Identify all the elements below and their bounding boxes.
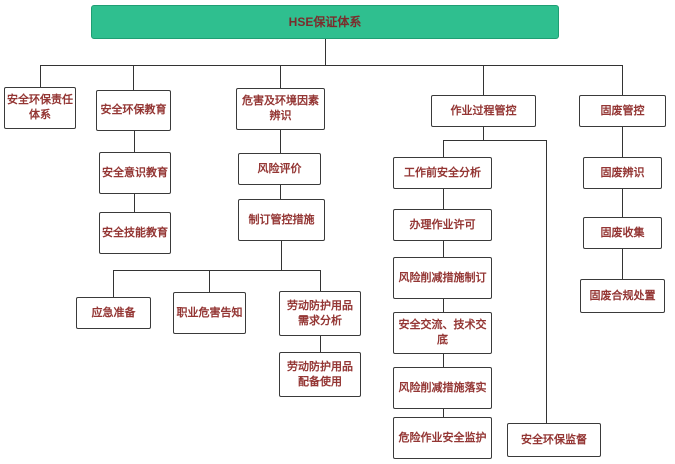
connector-line [320,270,321,291]
node-hse-root: HSE保证体系 [91,5,559,39]
connector-line [280,130,281,153]
connector-line [325,39,326,65]
node-solid-waste-collection: 固废收集 [583,217,662,249]
connector-line [281,241,282,270]
node-work-permit: 办理作业许可 [393,209,492,241]
node-risk-evaluation: 风险评价 [238,153,321,185]
connector-line [134,194,135,212]
node-risk-reduction-plan: 风险削减措施制订 [393,257,492,299]
connector-line [443,189,444,209]
connector-line [443,140,547,141]
node-safety-tech-briefing: 安全交流、技术交底 [393,312,492,354]
node-hazard-env-factor-identification: 危害及环境因素辨识 [236,88,325,130]
connector-line [113,270,114,297]
node-dangerous-work-watch: 危险作业安全监护 [393,417,492,459]
connector-line [280,65,281,88]
connector-line [483,127,484,140]
connector-line [40,65,41,87]
connector-line [134,131,135,152]
connector-line [443,354,444,367]
connector-line [209,270,210,292]
node-solid-waste-control: 固废管控 [579,95,666,127]
node-work-process-control: 作业过程管控 [431,95,536,127]
connector-line [443,299,444,312]
node-pre-job-safety-analysis: 工作前安全分析 [393,157,492,189]
node-occupational-hazard-notification: 职业危害告知 [173,292,246,334]
node-solid-waste-identification: 固废辨识 [583,157,662,189]
node-control-measures: 制订管控措施 [238,199,325,241]
connector-line [443,140,444,157]
connector-line [546,140,547,423]
node-risk-reduction-implementation: 风险削减措施落实 [393,367,492,409]
node-safety-env-education: 安全环保教育 [96,90,171,131]
connector-line [443,241,444,257]
connector-line [622,127,623,157]
connector-line [622,249,623,279]
node-safety-env-supervision: 安全环保监督 [507,423,601,457]
connector-line [40,65,623,66]
connector-line [320,336,321,352]
node-ppe-demand-analysis: 劳动防护用品需求分析 [279,291,361,336]
node-ppe-allocation-use: 劳动防护用品配备使用 [279,352,361,397]
node-safety-env-responsibility: 安全环保责任体系 [4,87,76,129]
node-safety-awareness-education: 安全意识教育 [99,152,171,194]
node-emergency-preparedness: 应急准备 [76,297,151,329]
connector-line [443,409,444,417]
connector-line [483,65,484,95]
connector-line [113,270,321,271]
node-safety-skill-education: 安全技能教育 [99,212,171,254]
connector-line [280,185,281,199]
connector-line [622,189,623,217]
connector-line [622,65,623,95]
node-solid-waste-disposal: 固废合规处置 [580,279,665,313]
connector-line [133,65,134,90]
